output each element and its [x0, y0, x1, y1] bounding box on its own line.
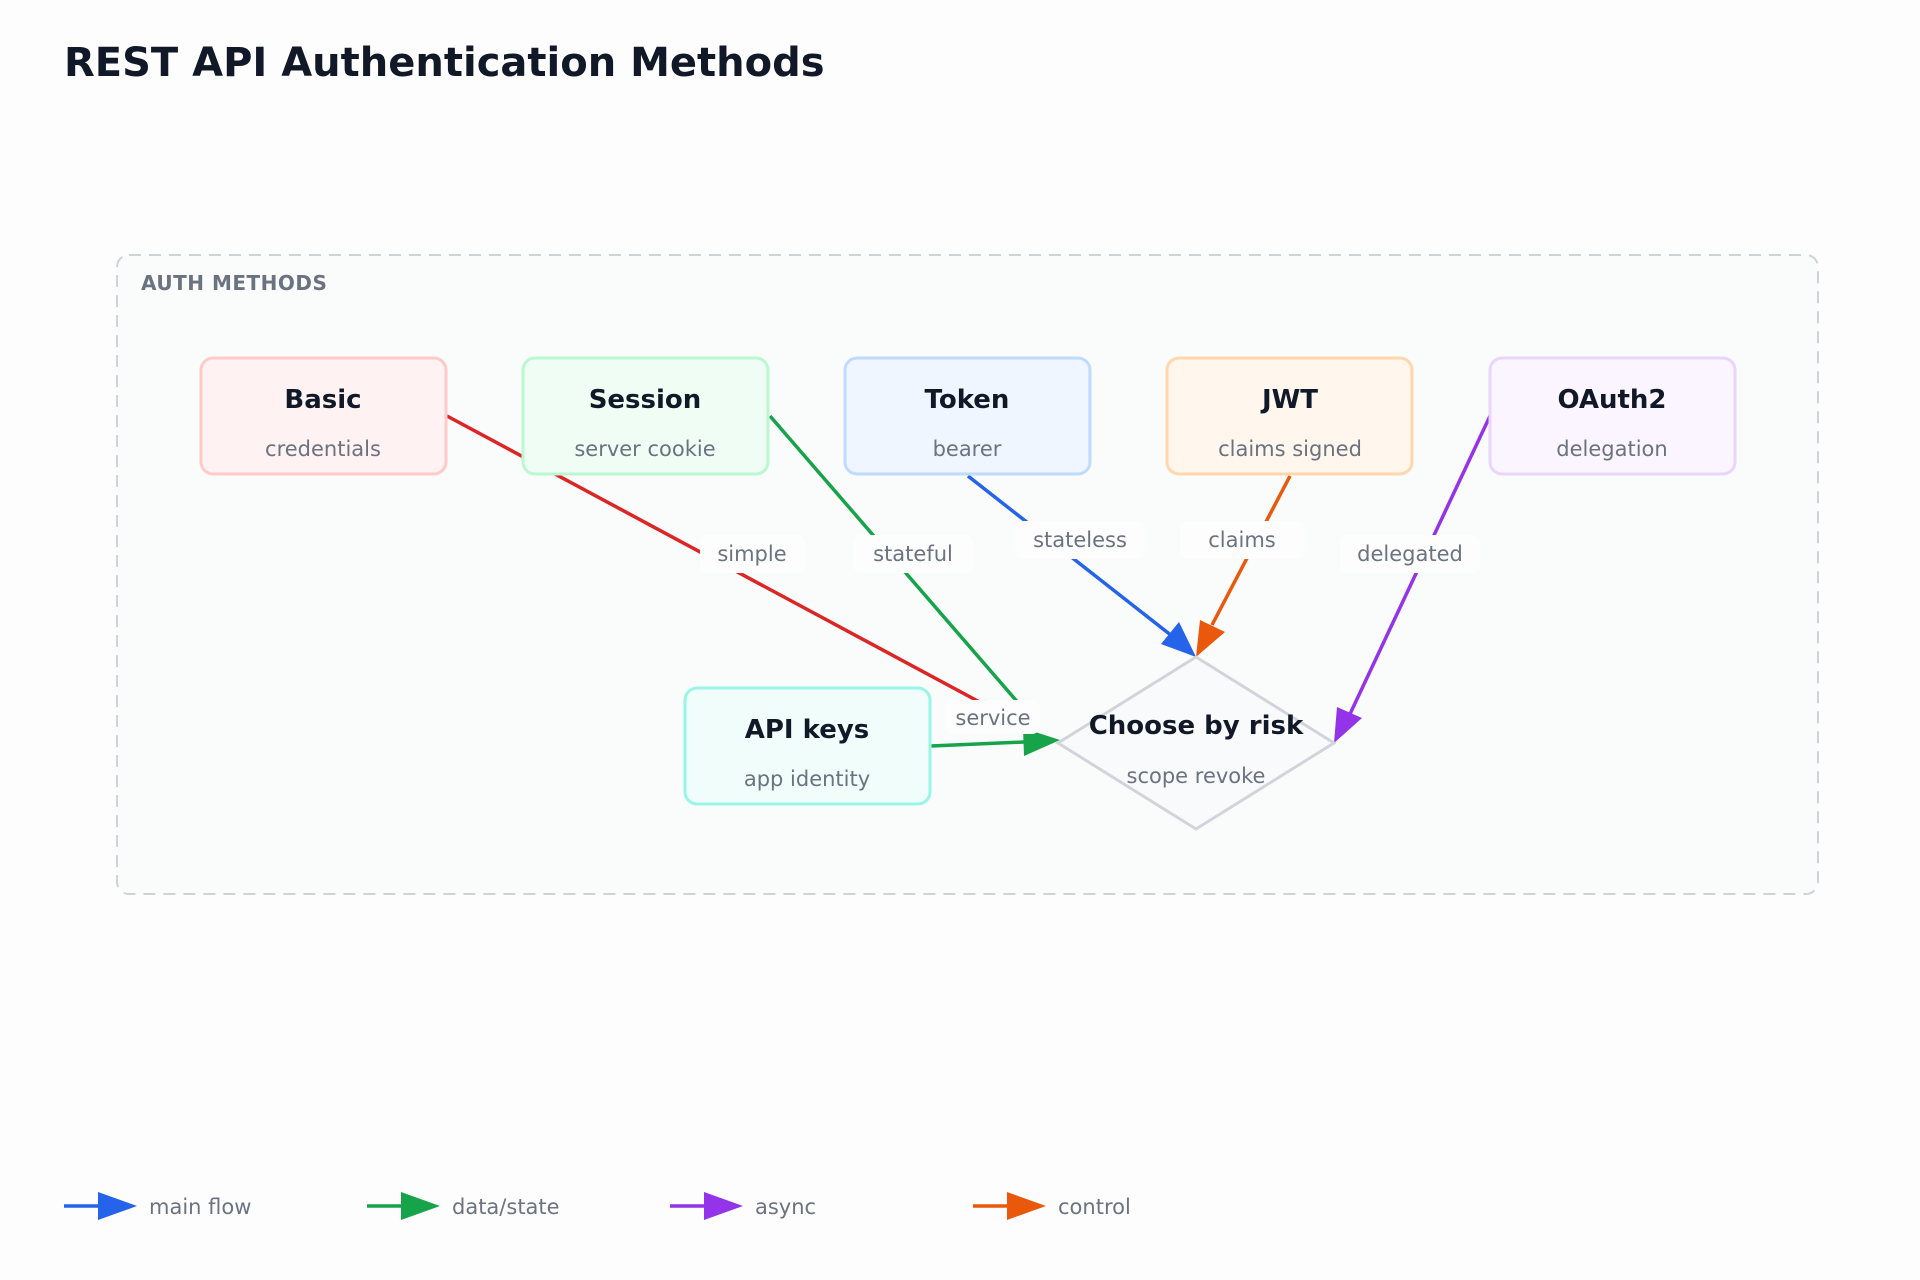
legend: main flow data/state async control	[64, 1192, 1131, 1220]
legend-arrow-control	[1007, 1192, 1046, 1220]
edge-label-session: stateful	[873, 542, 953, 566]
legend-arrow-data-state	[401, 1192, 440, 1220]
node-decision-subtitle: scope revoke	[1127, 764, 1266, 788]
legend-item-main-flow: main flow	[64, 1192, 251, 1220]
node-decision[interactable]: Choose by risk scope revoke	[1055, 655, 1337, 831]
node-api-keys[interactable]: API keys app identity	[683, 686, 932, 806]
node-token-box	[843, 356, 1092, 476]
node-token-title: Token	[925, 385, 1010, 415]
node-basic-title: Basic	[284, 385, 361, 415]
edge-label-jwt: claims	[1208, 528, 1275, 552]
node-api-keys-title: API keys	[745, 715, 870, 745]
edge-label-bg-oauth2	[1340, 535, 1480, 573]
node-oauth2[interactable]: OAuth2 delegation	[1488, 356, 1737, 476]
node-decision-title: Choose by risk	[1089, 711, 1304, 741]
legend-item-async: async	[670, 1192, 816, 1220]
node-jwt[interactable]: JWT claims signed	[1165, 356, 1414, 476]
node-session-title: Session	[589, 385, 702, 415]
edge-label-bg-session	[853, 535, 973, 573]
node-session-subtitle: server cookie	[574, 437, 715, 461]
node-api-keys-subtitle: app identity	[744, 767, 870, 791]
edge-label-bg-basic	[700, 535, 805, 573]
edge-labels: simple stateful stateless claims delegat…	[700, 521, 1480, 734]
node-oauth2-title: OAuth2	[1557, 385, 1666, 415]
node-api-keys-box	[683, 686, 932, 806]
node-jwt-subtitle: claims signed	[1218, 437, 1362, 461]
node-basic-box	[199, 356, 448, 476]
node-token-subtitle: bearer	[933, 437, 1002, 461]
node-token[interactable]: Token bearer	[843, 356, 1092, 476]
edge-api-keys	[930, 740, 1025, 748]
edge-jwt-arrowhead	[1196, 620, 1225, 657]
edge-label-oauth2: delegated	[1357, 542, 1463, 566]
page-title: REST API Authentication Methods	[64, 40, 825, 86]
edge-label-bg-jwt	[1180, 521, 1305, 559]
node-basic-subtitle: credentials	[265, 437, 381, 461]
edge-label-bg-token	[1015, 521, 1145, 559]
legend-label-data-state: data/state	[452, 1195, 560, 1219]
edge-label-token: stateless	[1033, 528, 1127, 552]
node-oauth2-subtitle: delegation	[1556, 437, 1667, 461]
edge-token-arrowhead	[1161, 622, 1196, 657]
group-frame	[116, 254, 1819, 895]
edge-label-basic: simple	[717, 542, 786, 566]
group-label: AUTH METHODS	[141, 271, 327, 295]
node-session-box	[521, 356, 770, 476]
legend-arrow-main-flow	[98, 1192, 137, 1220]
legend-item-data-state: data/state	[367, 1192, 560, 1220]
edge-label-bg-api-keys	[945, 700, 1040, 734]
node-jwt-title: JWT	[1260, 385, 1318, 415]
node-decision-diamond	[1055, 655, 1337, 831]
node-jwt-box	[1165, 356, 1414, 476]
legend-item-control: control	[973, 1192, 1131, 1220]
legend-label-async: async	[755, 1195, 816, 1219]
node-basic[interactable]: Basic credentials	[199, 356, 448, 476]
node-session[interactable]: Session server cookie	[521, 356, 770, 476]
legend-arrow-async	[704, 1192, 743, 1220]
edge-api-keys-arrowhead	[1023, 728, 1060, 756]
edge-oauth2-arrowhead	[1334, 707, 1362, 743]
auth-methods-group: AUTH METHODS	[116, 254, 1819, 895]
edge-label-api-keys: service	[955, 706, 1030, 730]
legend-label-main-flow: main flow	[149, 1195, 251, 1219]
node-oauth2-box	[1488, 356, 1737, 476]
legend-label-control: control	[1058, 1195, 1131, 1219]
